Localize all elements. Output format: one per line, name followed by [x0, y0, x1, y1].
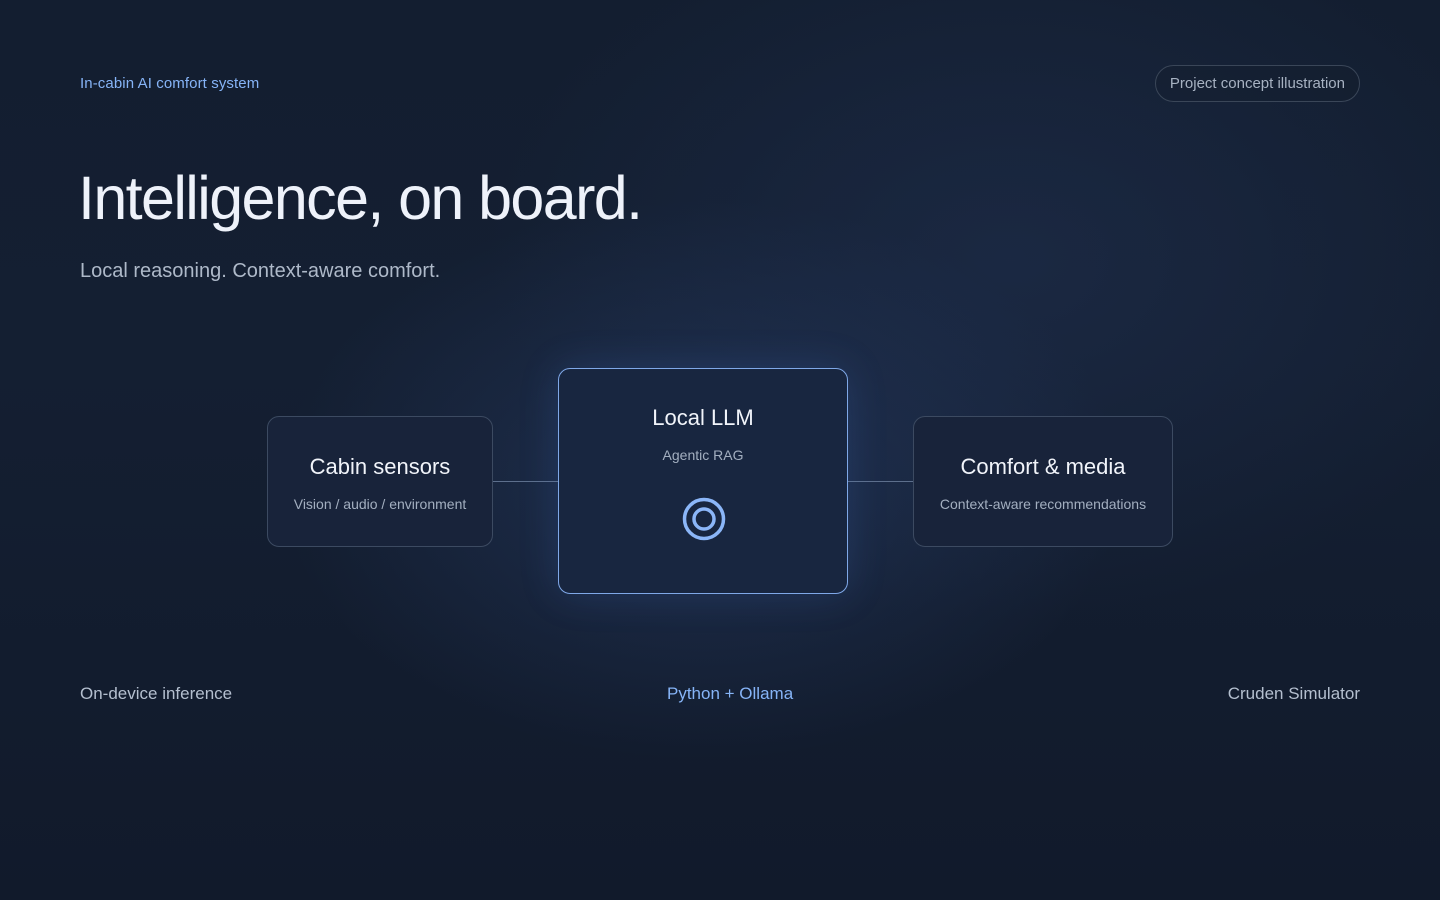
node-local-llm: Local LLM Agentic RAG: [558, 368, 848, 594]
footer-simulator: Cruden Simulator: [1227, 684, 1360, 703]
node-comfort-media: Comfort & media Context-aware recommenda…: [913, 416, 1173, 547]
node-title: Cabin sensors: [309, 454, 451, 479]
target-icon: [682, 497, 726, 541]
page-title: Intelligence, on board.: [78, 164, 643, 232]
node-title: Comfort & media: [960, 454, 1126, 479]
node-cabin-sensors: Cabin sensors Vision / audio / environme…: [267, 416, 493, 547]
connector-sensors-to-llm: [492, 481, 559, 482]
node-subtitle: Vision / audio / environment: [293, 496, 467, 512]
connector-llm-to-media: [847, 481, 914, 482]
node-subtitle: Agentic RAG: [662, 447, 744, 463]
footer-on-device-inference: On-device inference: [80, 684, 233, 703]
page-subtitle: Local reasoning. Context-aware comfort.: [80, 260, 441, 282]
eyebrow-label: In-cabin AI comfort system: [80, 75, 260, 92]
footer-tech-stack: Python + Ollama: [667, 684, 794, 703]
node-subtitle: Context-aware recommendations: [939, 496, 1147, 512]
node-title: Local LLM: [652, 405, 754, 430]
concept-badge: Project concept illustration: [1154, 65, 1360, 102]
